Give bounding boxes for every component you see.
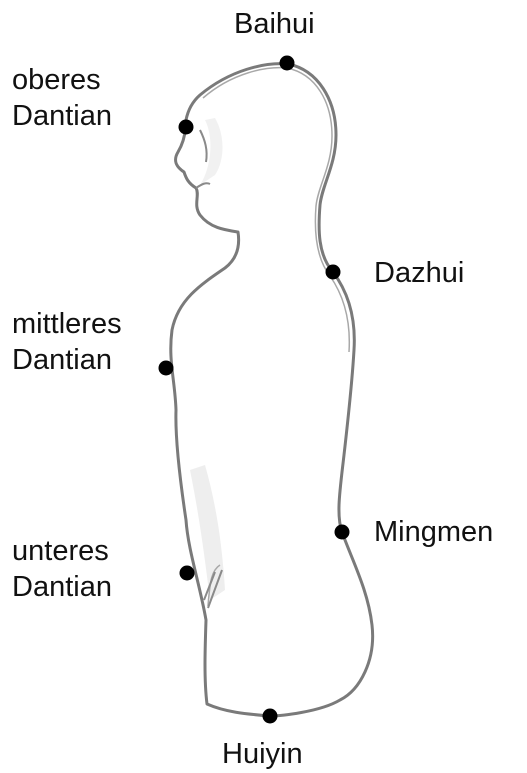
huiyin-dot <box>263 709 278 724</box>
mittleres-dantian-label: mittleres Dantian <box>12 306 122 378</box>
baihui-dot <box>280 56 295 71</box>
unteres-line2: Dantian <box>12 569 112 605</box>
mingmen-label: Mingmen <box>374 514 493 550</box>
unteres-line1: unteres <box>12 533 112 569</box>
baihui-text: Baihui <box>234 6 315 42</box>
unteres-dantian-dot <box>180 566 195 581</box>
mittleres-line2: Dantian <box>12 342 122 378</box>
dazhui-label: Dazhui <box>374 255 464 291</box>
body-shading <box>190 118 225 600</box>
baihui-label: Baihui <box>234 6 315 42</box>
huiyin-text: Huiyin <box>222 736 303 772</box>
body-outline-sketch <box>203 68 349 606</box>
oberes-line1: oberes <box>12 62 112 98</box>
body-outline <box>171 64 373 716</box>
oberes-line2: Dantian <box>12 98 112 134</box>
huiyin-label: Huiyin <box>222 736 303 772</box>
dazhui-dot <box>326 265 341 280</box>
mittleres-dantian-dot <box>159 361 174 376</box>
oberes-dantian-label: oberes Dantian <box>12 62 112 134</box>
dazhui-text: Dazhui <box>374 255 464 291</box>
mittleres-line1: mittleres <box>12 306 122 342</box>
mingmen-dot <box>335 525 350 540</box>
oberes-dantian-dot <box>179 120 194 135</box>
mingmen-text: Mingmen <box>374 514 493 550</box>
unteres-dantian-label: unteres Dantian <box>12 533 112 605</box>
